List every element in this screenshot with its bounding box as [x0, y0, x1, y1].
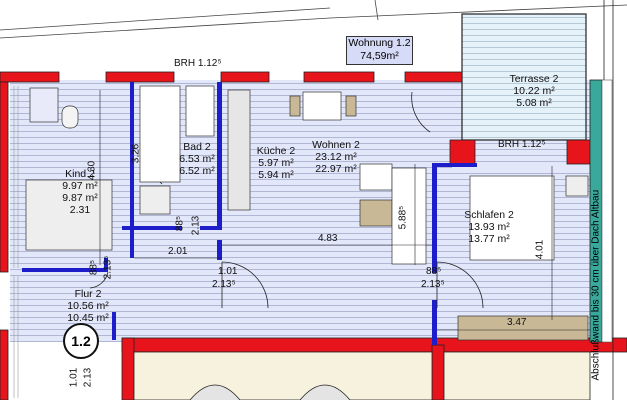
room-wohnen: Wohnen 2 23.12 m² 22.97 m²: [312, 139, 360, 175]
dim-kind-door-height: 2.13⁵: [102, 255, 114, 280]
interior-walls: [22, 82, 477, 345]
dim-bottom-door-width: 1.01: [68, 367, 80, 388]
dimension-lines: [99, 90, 590, 331]
room-bad: Bad 2 6.53 m² 6.52 m²: [179, 141, 215, 177]
site-lines: [0, 0, 627, 39]
door-swings: [89, 91, 484, 309]
dim-483: 4.83: [318, 233, 338, 244]
dim-brh-right: BRH 1.12⁵: [498, 139, 546, 150]
exterior-wall: [0, 71, 627, 400]
furniture: [25, 85, 589, 341]
dim-201: 2.01: [168, 246, 188, 257]
unit-badge: 1.2: [63, 323, 99, 359]
room-terrasse: Terrasse 2 10.22 m² 5.08 m²: [509, 73, 559, 109]
side-note: Abschlußwand bis 30 cm über Dach Altbau: [590, 189, 602, 381]
left-wall: [0, 81, 9, 400]
unit-area: 74,59m²: [360, 50, 399, 62]
dim-bottom-door-height: 2.13: [82, 367, 94, 388]
dim-bad-door-width: 88⁵: [174, 215, 186, 232]
unit-label: Wohnung 1.2 74,59m²: [346, 36, 413, 65]
dim-kind-door-width: 88⁵: [88, 259, 100, 276]
dim-430: 4.30: [86, 160, 98, 181]
room-kind: Kind 2 9.97 m² 9.87 m² 2.31: [62, 168, 98, 216]
dim-brh-left: BRH 1.12⁵: [174, 58, 222, 69]
lower-floor: [133, 351, 591, 400]
room-schlafen: Schlafen 2 13.93 m² 13.77 m²: [464, 209, 514, 245]
dim-347: 3.47: [507, 317, 527, 328]
room-kueche: Küche 2 5.97 m² 5.94 m²: [256, 145, 296, 181]
dim-sch-door-width: 88⁵: [426, 266, 442, 277]
dim-326: 3.26: [130, 143, 142, 164]
dim-flur-door-width: 1.01: [218, 266, 238, 277]
dim-flur-door-height: 2.13⁵: [212, 279, 236, 290]
dim-sch-door-height: 2.13⁵: [421, 279, 445, 290]
dim-bad-door-height: 2.13: [190, 215, 202, 236]
dim-401: 4.01: [534, 239, 546, 260]
dim-588: 5.88⁵: [397, 205, 409, 230]
unit-name: Wohnung 1.2: [348, 37, 411, 49]
room-flur: Flur 2 10.56 m² 10.45 m²: [67, 288, 109, 324]
bedroom-window-zone: [452, 162, 592, 172]
